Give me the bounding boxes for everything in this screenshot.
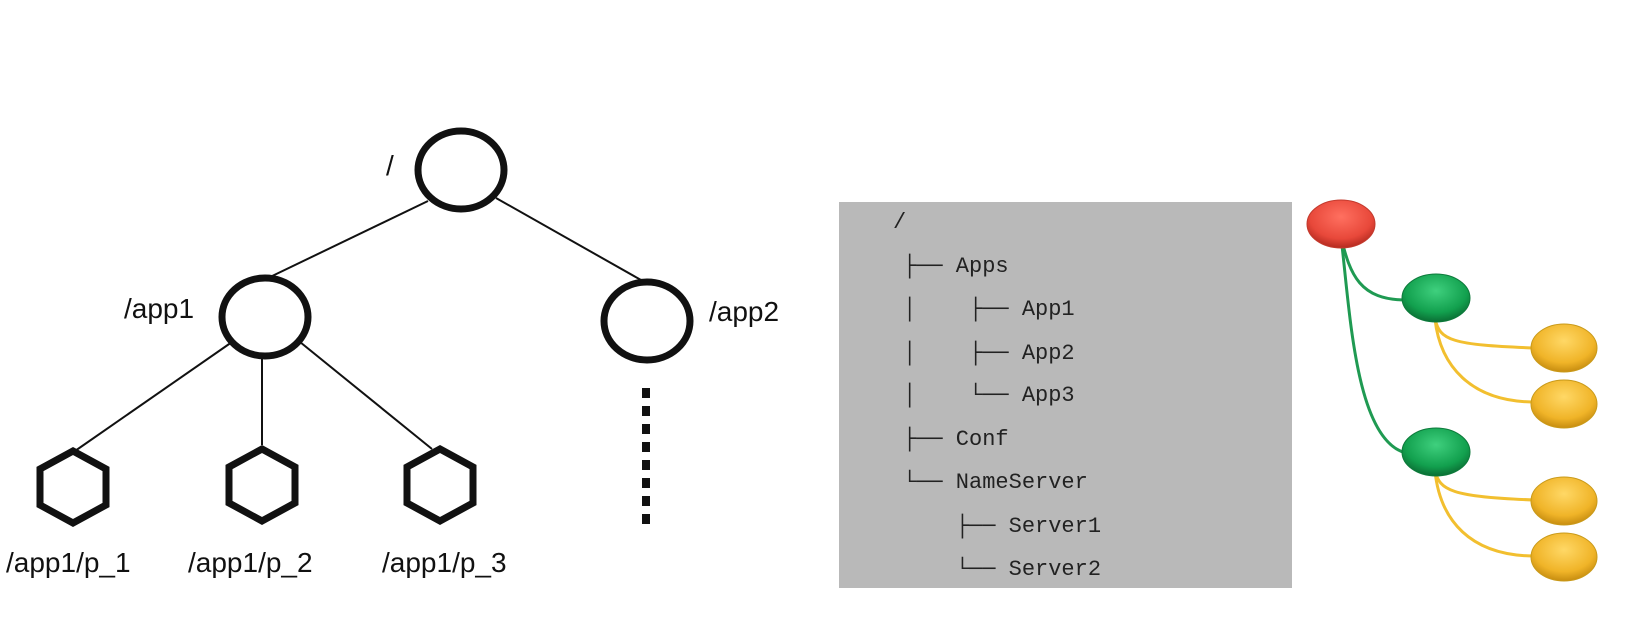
p2-node-label: /app1/p_2 xyxy=(188,547,313,578)
edge-branch2-leaf2 xyxy=(1433,470,1536,558)
root-red-node xyxy=(1306,199,1376,249)
colored-bubble-tree xyxy=(1306,199,1598,582)
directory-listing-panel: / ├── Apps │ ├── App1 │ ├── App2 │ └── A… xyxy=(839,202,1292,588)
edge-root-app1 xyxy=(267,200,429,279)
app2-node-label: /app2 xyxy=(709,296,779,327)
root-node xyxy=(414,127,508,213)
znode-tree-diagram: / /app1 /app2 /app1/p_1 /app1/p_2 /app1/… xyxy=(6,127,779,578)
p2-hexagon-node xyxy=(225,445,299,525)
edge-branch1-leaf2 xyxy=(1433,318,1536,404)
edge-root-branch1 xyxy=(1339,236,1407,302)
p3-hexagon-node xyxy=(403,445,477,525)
app1-node xyxy=(218,274,312,360)
branch2-green-node xyxy=(1401,427,1471,477)
app2-node xyxy=(600,278,694,364)
listing-line-root: / xyxy=(893,210,907,235)
p1-hexagon-node xyxy=(36,447,110,527)
listing-line-app1: │ ├── App1 xyxy=(903,297,1075,322)
leaf4-yellow-node xyxy=(1530,532,1598,582)
listing-line-app2: │ ├── App2 xyxy=(903,341,1075,366)
branch1-green-node xyxy=(1401,273,1471,323)
listing-line-conf: ├── Conf xyxy=(903,427,1009,452)
listing-line-nameserver: └── NameServer xyxy=(903,470,1088,495)
leaf1-yellow-node xyxy=(1530,323,1598,373)
edge-branch1-leaf1 xyxy=(1433,318,1536,350)
listing-line-apps: ├── Apps xyxy=(903,254,1009,279)
root-node-label: / xyxy=(386,150,394,181)
edge-app1-p3 xyxy=(299,341,433,450)
edge-branch2-leaf1 xyxy=(1433,470,1536,502)
app1-node-label: /app1 xyxy=(124,293,194,324)
p3-node-label: /app1/p_3 xyxy=(382,547,507,578)
listing-line-server2: └── Server2 xyxy=(903,557,1102,582)
p1-node-label: /app1/p_1 xyxy=(6,547,131,578)
leaf3-yellow-node xyxy=(1530,476,1598,526)
edge-root-app2 xyxy=(495,197,642,281)
listing-line-server1: ├── Server1 xyxy=(903,514,1102,539)
edge-root-branch2 xyxy=(1339,236,1407,455)
edge-app1-p1 xyxy=(74,341,233,452)
leaf2-yellow-node xyxy=(1530,379,1598,429)
listing-line-app3: │ └── App3 xyxy=(903,383,1075,408)
